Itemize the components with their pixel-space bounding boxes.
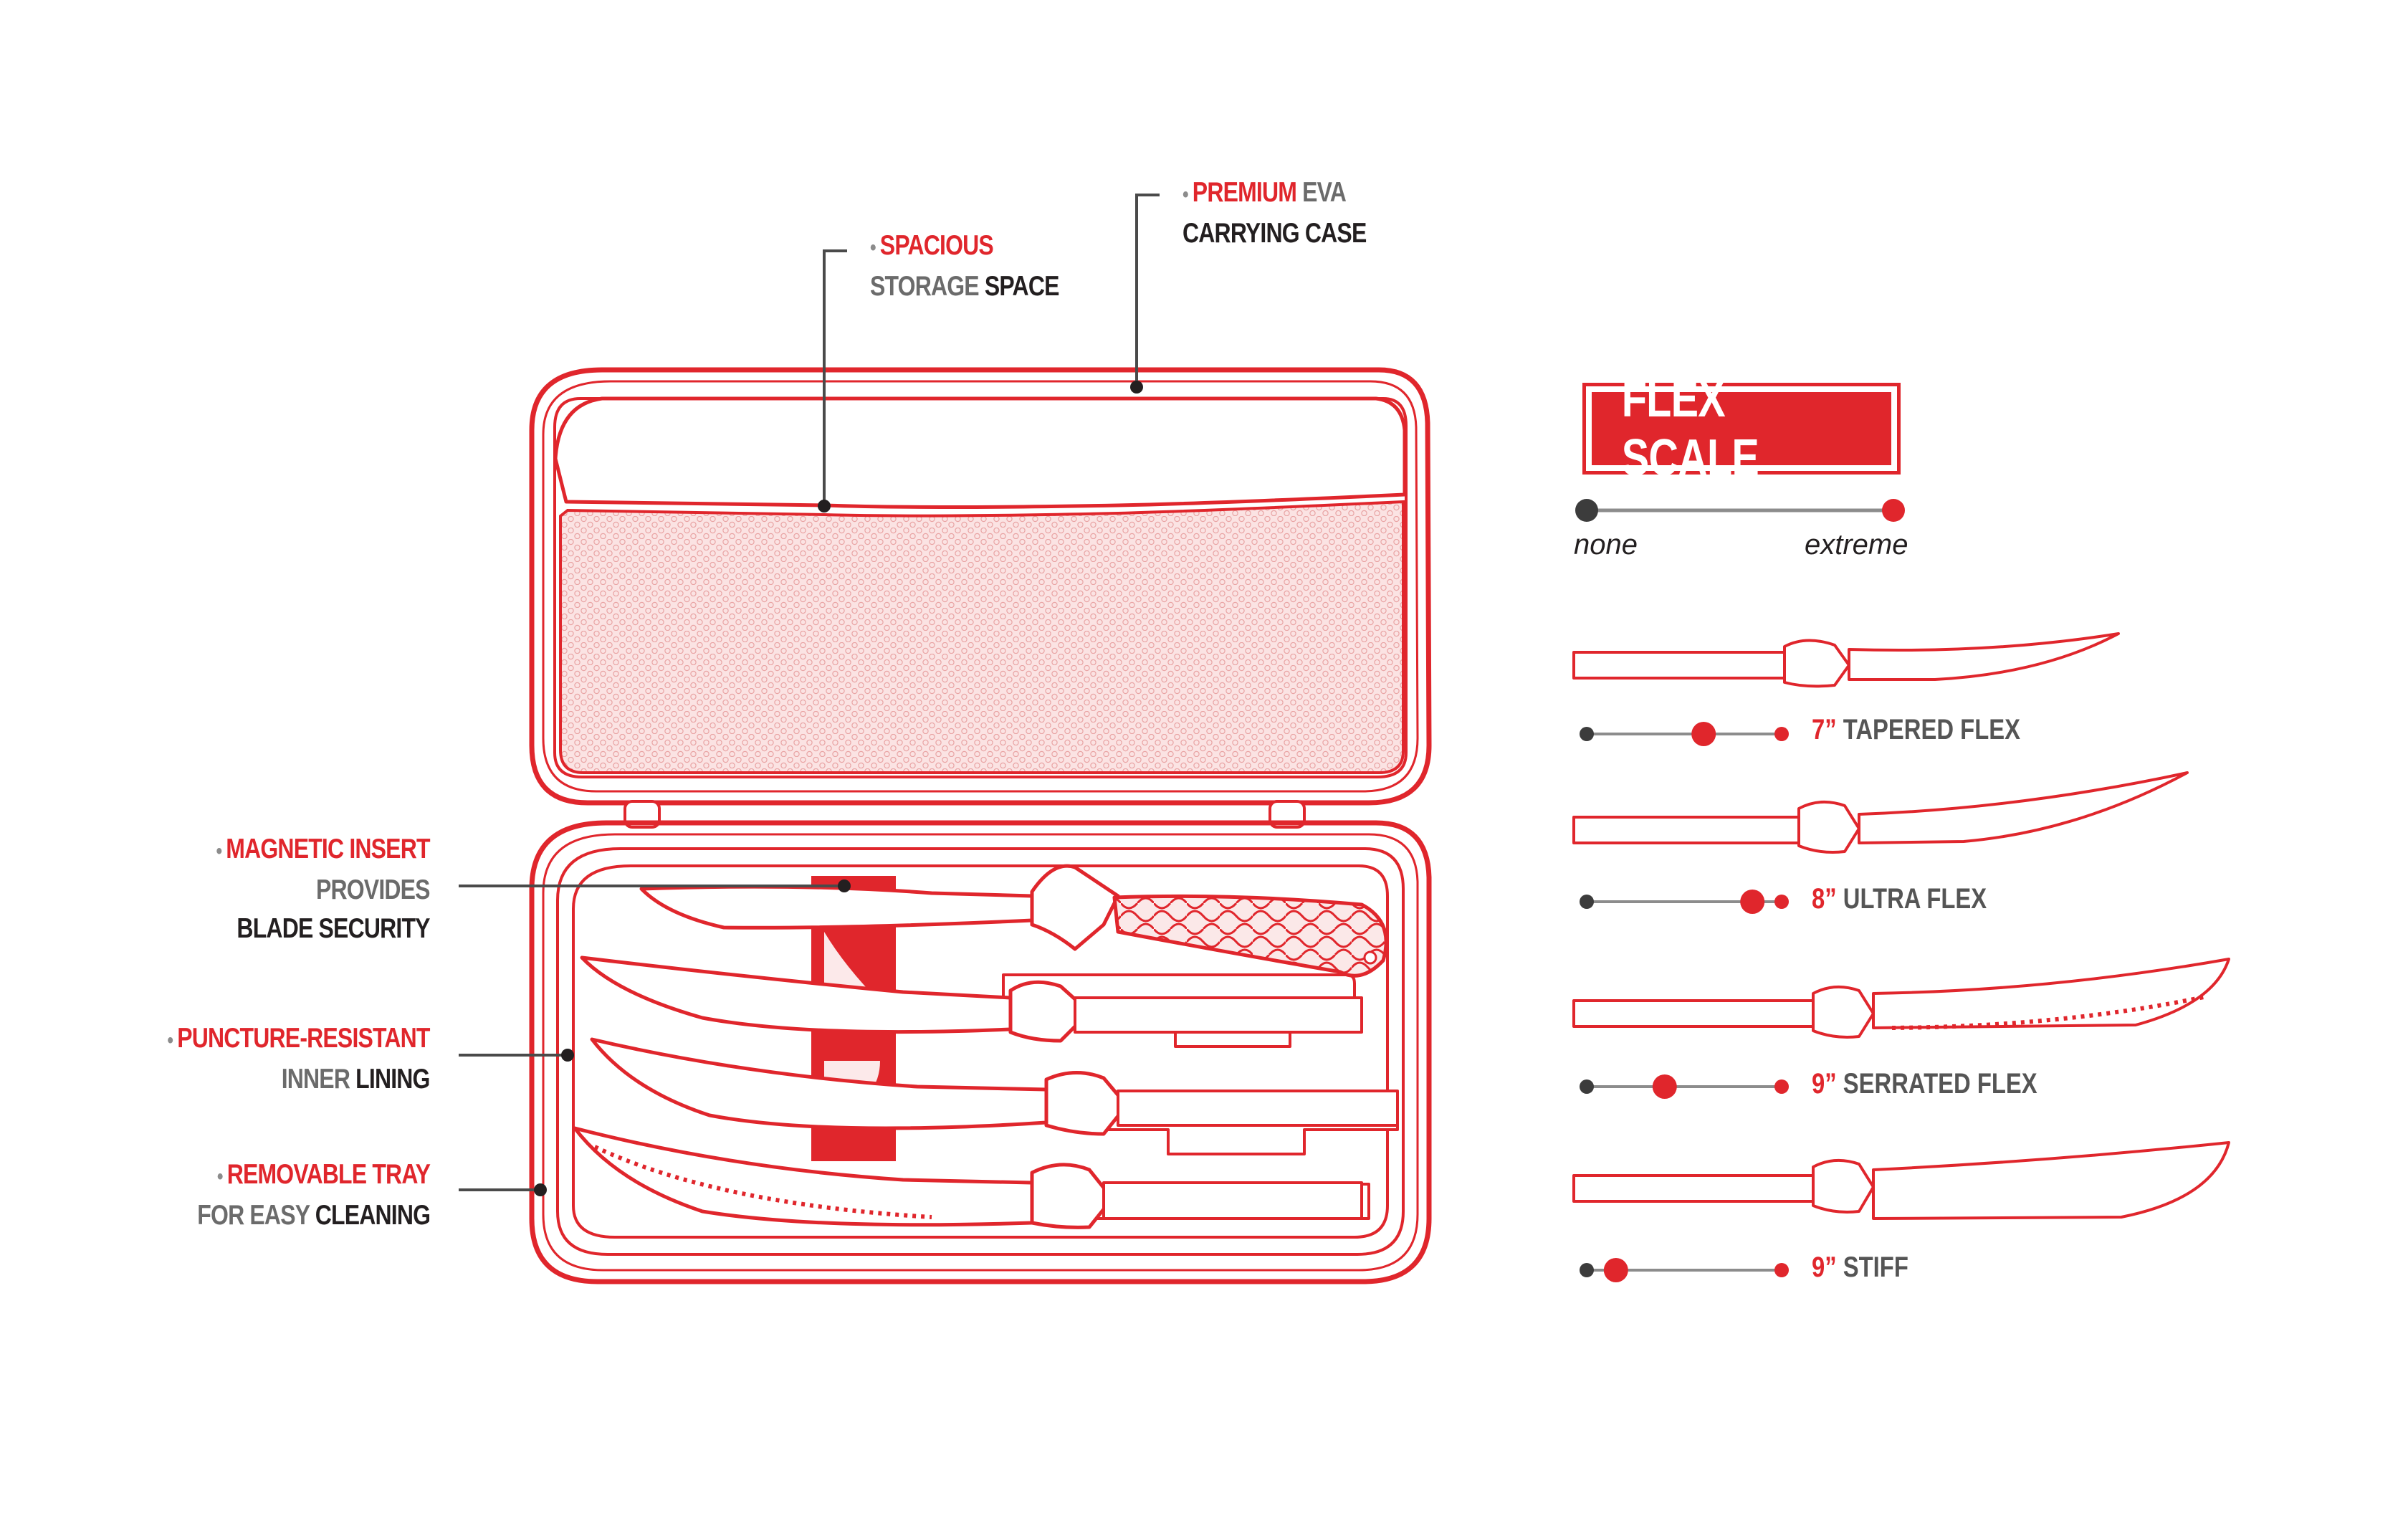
callout-premium-dark: CARRYING CASE bbox=[1182, 218, 1367, 249]
callout-spacious-storage: • SPACIOUS STORAGE SPACE bbox=[870, 230, 1060, 302]
flex-knife-name-4: STIFF bbox=[1843, 1252, 1908, 1283]
flex-knife-size-1: 7” bbox=[1812, 714, 1837, 745]
flex-knife-size-3: 9” bbox=[1812, 1068, 1837, 1100]
flex-scale-legend bbox=[1575, 499, 1905, 522]
callout-leaders bbox=[459, 194, 1160, 1191]
flex-knife-size-4: 9” bbox=[1812, 1252, 1837, 1283]
flex-bar-marker-3 bbox=[1652, 1074, 1677, 1099]
tray-knife-1 bbox=[639, 864, 1388, 978]
callout-tray-dark: CLEANING bbox=[315, 1200, 431, 1231]
callout-magnetic-gray: PROVIDES bbox=[316, 874, 431, 905]
callout-puncture-dark: LINING bbox=[355, 1064, 431, 1095]
callout-puncture-gray: INNER bbox=[282, 1064, 350, 1095]
flex-knife-profile-3 bbox=[1572, 958, 2230, 1039]
callout-tray-red: REMOVABLE TRAY bbox=[226, 1159, 431, 1190]
callout-puncture-resistant: • PUNCTURE-RESISTANT INNER LINING bbox=[167, 1023, 431, 1095]
callout-puncture-red: PUNCTURE-RESISTANT bbox=[177, 1023, 431, 1054]
tray-knife-3 bbox=[590, 1037, 1399, 1136]
callout-premium-red: PREMIUM bbox=[1192, 177, 1297, 208]
flex-bars bbox=[1580, 722, 1789, 1282]
flex-knife-label-1: 7” TAPERED FLEX bbox=[1812, 714, 2020, 746]
flex-bar-start-dot-4 bbox=[1580, 1263, 1594, 1277]
flex-bar-end-dot-3 bbox=[1774, 1079, 1789, 1094]
callout-spacious-dark: SPACE bbox=[984, 271, 1060, 302]
storage-mesh-pocket bbox=[559, 500, 1405, 774]
flex-bar-end-dot-1 bbox=[1774, 727, 1789, 741]
callout-removable-tray: • REMOVABLE TRAY FOR EASY CLEANING bbox=[197, 1159, 431, 1231]
flex-knife-size-2: 8” bbox=[1812, 883, 1837, 915]
flex-knife-profile-4 bbox=[1572, 1141, 2230, 1220]
callout-dots bbox=[534, 381, 1143, 1196]
callout-tray-gray: FOR EASY bbox=[197, 1200, 310, 1231]
flex-knife-profile-1 bbox=[1572, 632, 2120, 688]
callout-spacious-gray: STORAGE bbox=[870, 271, 980, 302]
scale-max-label: extreme bbox=[1805, 529, 1908, 561]
flex-knife-profile-2 bbox=[1572, 771, 2189, 854]
callout-magnetic-dark: BLADE SECURITY bbox=[236, 913, 431, 944]
flex-bar-marker-4 bbox=[1603, 1258, 1628, 1282]
flex-knife-label-3: 9” SERRATED FLEX bbox=[1812, 1068, 2037, 1100]
callout-magnetic-insert: • MAGNETIC INSERT PROVIDES BLADE SECURIT… bbox=[216, 834, 431, 944]
flex-knife-label-2: 8” ULTRA FLEX bbox=[1812, 883, 1987, 915]
scale-none-dot bbox=[1575, 499, 1598, 522]
flex-knife-name-3: SERRATED FLEX bbox=[1843, 1068, 2037, 1100]
flex-scale-title-text: FLEX SCALE bbox=[1621, 371, 1759, 487]
scale-min-label: none bbox=[1574, 529, 1638, 561]
flex-bar-end-dot-4 bbox=[1774, 1263, 1789, 1277]
flex-bar-start-dot-3 bbox=[1580, 1079, 1594, 1094]
flex-knife-name-1: TAPERED FLEX bbox=[1843, 714, 2021, 745]
callout-premium-gray: EVA bbox=[1302, 177, 1347, 208]
flex-knife-name-2: ULTRA FLEX bbox=[1843, 883, 1987, 915]
callout-spacious-red: SPACIOUS bbox=[879, 230, 994, 261]
flex-bar-start-dot-1 bbox=[1580, 727, 1594, 741]
scale-extreme-dot bbox=[1882, 499, 1905, 522]
flex-bar-marker-2 bbox=[1740, 890, 1765, 914]
flex-scale-title: FLEX SCALE bbox=[1582, 371, 1901, 487]
flex-knife-label-4: 9” STIFF bbox=[1812, 1252, 1908, 1284]
case-lid bbox=[529, 367, 1432, 806]
flex-bar-start-dot-2 bbox=[1580, 895, 1594, 909]
tray-knife-2 bbox=[580, 955, 1363, 1043]
tray-knife-4 bbox=[573, 1126, 1363, 1229]
callout-premium-eva: • PREMIUM EVA CARRYING CASE bbox=[1182, 177, 1367, 249]
flex-bar-end-dot-2 bbox=[1774, 895, 1789, 909]
flex-bar-marker-1 bbox=[1691, 722, 1716, 746]
case-bottom bbox=[529, 820, 1432, 1284]
callout-magnetic-red: MAGNETIC INSERT bbox=[226, 834, 431, 864]
